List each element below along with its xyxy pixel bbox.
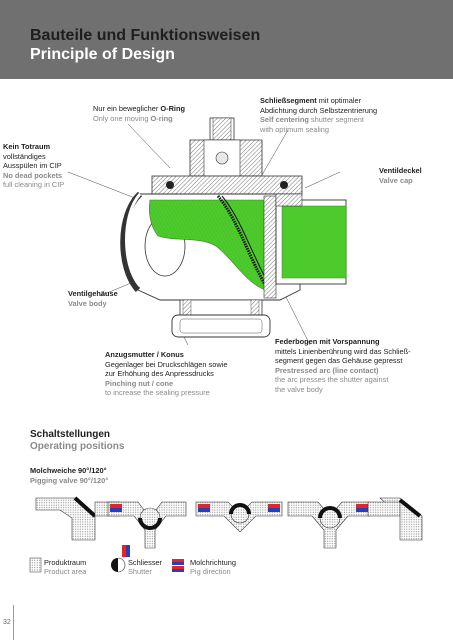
page-divider	[13, 605, 14, 640]
valve-cap-en: Valve cap	[379, 175, 413, 185]
legend-product-en: Product area	[44, 567, 87, 576]
segment-en-bold: Self centering	[260, 115, 309, 125]
page-number: 32	[3, 619, 11, 626]
segment-de-text: mit optimaler	[316, 96, 362, 105]
totraum-de-line3: Ausspülen im CIP	[3, 161, 62, 171]
label-totraum: Kein Totraum vollständiges Ausspülen im …	[3, 142, 64, 190]
segment-de-bold: Schließsegment	[260, 96, 317, 105]
label-pinching-nut: Anzugsmutter / Konus Gegenlager bei Druc…	[105, 350, 227, 398]
oring-en-text: Only one moving	[93, 113, 151, 123]
arc-de-bold: Federbogen mit Vorspannung	[275, 337, 380, 346]
arc-en-bold: Prestressed arc (line contact)	[275, 365, 379, 375]
legend-pig-direction: Molchrichtung Pig direction	[190, 558, 236, 576]
totraum-en-line2: full cleaning in CIP	[3, 180, 65, 190]
oring-en-bold: O-ring	[150, 113, 173, 123]
bolt	[166, 181, 174, 189]
page-header: Bauteile und Funktionsweisen Principle o…	[0, 0, 453, 79]
arc-en-line2: the arc presses the shutter against	[275, 375, 389, 385]
position-diagrams	[35, 496, 423, 557]
segment-de-line2: Abdichtung durch Selbstzentrierung	[260, 105, 378, 115]
position-diagram-5	[367, 497, 423, 541]
label-spring-arc: Federbogen mit Vorspannung mittels Linie…	[275, 337, 411, 395]
position-diagram-4	[287, 501, 371, 549]
bolt	[280, 181, 288, 189]
top-flange	[151, 175, 303, 195]
nut-de-line2: Gegenlager bei Druckschlägen sowie	[105, 359, 228, 369]
legend-pig-swatch	[172, 559, 184, 572]
position-diagram-2	[107, 501, 187, 557]
oring-de-bold: O-Ring	[160, 104, 186, 113]
nut-en-bold: Pinching nut / cone	[105, 378, 174, 388]
oring-de-text: Nur ein beweglicher	[93, 104, 161, 113]
valve-cap-de: Ventildeckel	[379, 166, 422, 175]
segment-en-line2: with optimum sealing	[260, 124, 330, 134]
positions-title-en: Operating positions	[30, 441, 125, 452]
legend-shutter: Schliesser Shutter	[128, 558, 162, 576]
arc-en-line3: the valve body	[275, 384, 323, 394]
position-diagram-1	[35, 496, 121, 541]
totraum-de-line2: vollständiges	[3, 151, 46, 161]
nut-en-line2: to increase the sealing pressure	[105, 388, 210, 398]
shutter-segment	[148, 199, 266, 291]
label-oring: Nur ein beweglicher O-Ring Only one movi…	[93, 104, 185, 123]
totraum-en-bold: No dead pockets	[3, 170, 63, 180]
legend-pig-en: Pig direction	[190, 567, 231, 576]
legend-pig-de: Molchrichtung	[190, 558, 237, 567]
totraum-de-bold: Kein Totraum	[3, 142, 51, 151]
spring-arc	[216, 195, 270, 291]
arc-de-line3: segment gegen das Gehäuse gepresst	[275, 356, 403, 366]
legend-shutter-de: Schliesser	[128, 558, 163, 567]
label-segment: Schließsegment mit optimaler Abdichtung …	[260, 96, 377, 134]
pigging-sub-de: Molchweiche 90°/120°	[30, 466, 107, 475]
valve-body-de: Ventilgehäuse	[68, 289, 118, 298]
legend-product-area: Produktraum Product area	[44, 558, 86, 576]
page-title-en: Principle of Design	[30, 46, 175, 63]
nut-de-line3: zur Erhöhung des Anpressdrucks	[105, 369, 214, 379]
legend-product-de: Produktraum	[44, 558, 87, 567]
page-title-de: Bauteile und Funktionsweisen	[30, 27, 261, 44]
pigging-valve-subtitle: Molchweiche 90°/120° Pigging valve 90°/1…	[30, 466, 108, 485]
body-neck	[179, 299, 263, 316]
label-valve-cap: Ventildeckel Valve cap	[379, 166, 422, 185]
nut-de-bold: Anzugsmutter / Konus	[105, 350, 184, 359]
arc-de-line2: mittels Linienberührung wird das Schließ…	[275, 346, 411, 356]
segment-en-text: shutter segment	[308, 115, 364, 125]
position-diagram-3	[195, 501, 283, 533]
legend-product-swatch	[29, 557, 42, 573]
pigging-sub-en: Pigging valve 90°/120°	[30, 475, 109, 485]
operating-positions-heading: Schaltstellungen Operating positions	[30, 429, 124, 453]
positions-title-de: Schaltstellungen	[30, 429, 111, 440]
label-valve-body: Ventilgehäuse Valve body	[68, 289, 118, 308]
legend-shutter-swatch	[111, 558, 118, 572]
legend-shutter-en: Shutter	[128, 567, 152, 576]
valve-body-en: Valve body	[68, 298, 107, 308]
